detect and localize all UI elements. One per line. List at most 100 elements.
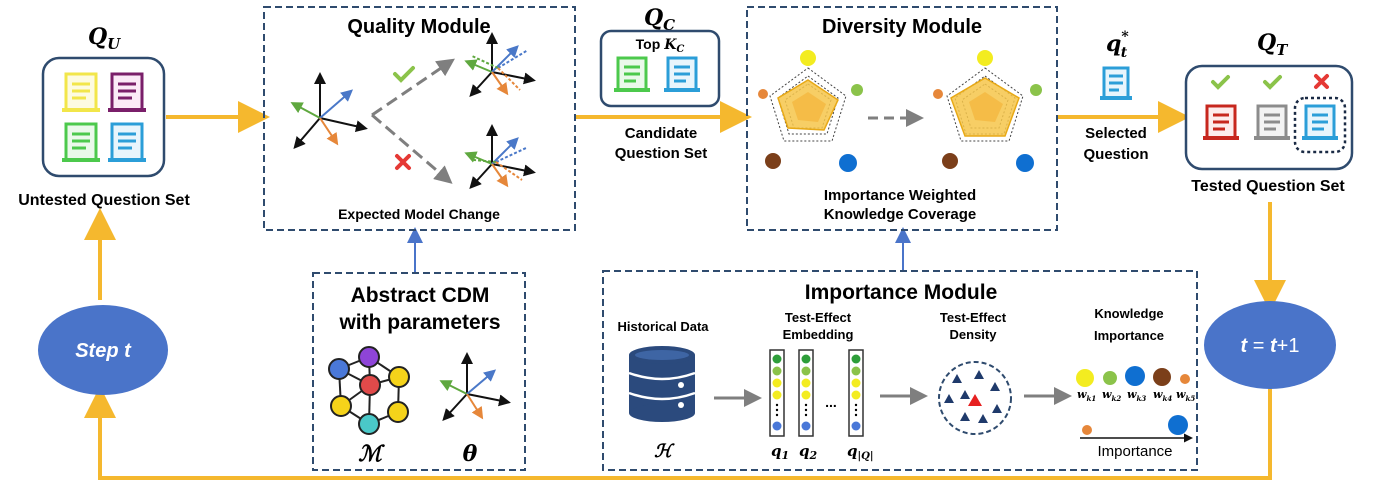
- arrow-loop-back: [84, 380, 1272, 480]
- step-ellipse: [38, 305, 168, 395]
- doc-icon-red: [1203, 104, 1239, 140]
- historical-label: Historical Data: [617, 319, 709, 334]
- candidate-top-label: Top KC: [636, 36, 685, 55]
- q-label-n: q|Q|: [847, 442, 874, 462]
- branch-down: [371, 113, 453, 184]
- cross-icon: [395, 154, 411, 170]
- dot-orange-before: [758, 89, 768, 99]
- cdm-axes-icon: [439, 352, 511, 421]
- weight-3: wk3: [1127, 388, 1146, 403]
- embedding-label-2: Embedding: [783, 327, 854, 342]
- weight-2: wk2: [1102, 388, 1121, 403]
- selected-label-2: Question: [1083, 146, 1148, 163]
- knowledge-label-1: Knowledge: [1094, 306, 1163, 321]
- importance-axis-label: Importance: [1097, 443, 1172, 460]
- embedding-vector-1: [769, 349, 785, 437]
- tested-symbol: QT: [1257, 30, 1289, 59]
- embedding-vector-n: [848, 349, 864, 437]
- importance-high-dot: [1168, 415, 1188, 435]
- q-label-2: q2: [799, 442, 818, 462]
- blue-connectors: [407, 227, 911, 274]
- tested-label: Tested Question Set: [1191, 178, 1345, 195]
- untested-set: QU Untested Question Set: [18, 24, 190, 209]
- importance-module: Importance Module Historical Data ℋ Test…: [602, 270, 1198, 471]
- quality-axes-down: [464, 124, 536, 189]
- candidate-label-1: Candidate: [625, 125, 698, 142]
- quality-caption: Expected Model Change: [338, 206, 500, 222]
- dot-yellow-after: [977, 50, 993, 66]
- branch-up: [371, 58, 455, 117]
- quality-title: Quality Module: [347, 16, 490, 38]
- diversity-caption-2: Knowledge Coverage: [824, 206, 977, 223]
- untested-label: Untested Question Set: [18, 192, 190, 209]
- density-label-1: Test-Effect: [940, 310, 1007, 325]
- candidate-label-2: Question Set: [615, 145, 708, 162]
- doc-icon-blue-tested: [1302, 104, 1338, 140]
- knowledge-dot-1: [1076, 369, 1094, 387]
- weight-1: wk1: [1077, 388, 1096, 403]
- untested-symbol: QU: [88, 24, 121, 53]
- cross-icon-tested: [1314, 74, 1329, 89]
- doc-icon-blue-candidate: [664, 56, 700, 92]
- radar-after: [946, 67, 1024, 142]
- importance-low-dot: [1082, 425, 1092, 435]
- doc-icon-blue-selected: [1100, 66, 1132, 100]
- doc-icon-purple: [108, 72, 146, 112]
- update-label: t = t+1: [1241, 335, 1300, 357]
- selected-highlight: [1293, 96, 1347, 154]
- quality-module: Quality Module: [263, 6, 576, 231]
- doc-icon-green: [62, 122, 100, 162]
- candidate-symbol: QC: [644, 5, 675, 34]
- knowledge-label-2: Importance: [1094, 328, 1164, 343]
- cdm-module: Abstract CDM with parameters ℳ θ: [312, 272, 526, 471]
- update-node: t = t+1: [1204, 301, 1336, 389]
- dot-blue-after: [1016, 154, 1034, 172]
- dot-brown-after: [942, 153, 958, 169]
- cdm-box: [312, 272, 526, 471]
- radar-before: [769, 67, 847, 142]
- dot-blue-before: [839, 154, 857, 172]
- quality-axes-main: [290, 72, 368, 150]
- hist-symbol: ℋ: [654, 441, 675, 462]
- update-ellipse: [1204, 301, 1336, 389]
- embedding-vector-2: [798, 349, 814, 437]
- knowledge-dot-3: [1125, 366, 1145, 386]
- selected-label-1: Selected: [1085, 125, 1147, 142]
- step-label: Step t: [75, 340, 132, 362]
- selected-symbol: q*t: [1106, 29, 1129, 61]
- embedding-ellipsis: ...: [825, 394, 837, 410]
- doc-icon-gray: [1254, 104, 1290, 140]
- knowledge-dot-4: [1153, 368, 1171, 386]
- candidate-set: QC Top KC Candidate Question Set: [599, 5, 721, 162]
- embedding-label-1: Test-Effect: [785, 310, 852, 325]
- importance-box: [602, 270, 1198, 471]
- diversity-module: Diversity Module Importance Weighted: [746, 6, 1058, 231]
- database-icon: [628, 346, 696, 422]
- cdm-param-symbol: θ: [463, 441, 478, 467]
- tested-set: QT Tested Question Set: [1184, 30, 1354, 195]
- weight-4: wk4: [1153, 388, 1172, 403]
- diversity-title: Diversity Module: [822, 16, 982, 38]
- q-label-1: q1: [771, 442, 789, 462]
- knowledge-dot-2: [1103, 371, 1117, 385]
- dot-green-before: [851, 84, 863, 96]
- dot-yellow-before: [800, 50, 816, 66]
- cdm-model-symbol: ℳ: [358, 441, 385, 467]
- cdm-network-icon: [328, 346, 410, 435]
- cdm-title-1: Abstract CDM: [351, 284, 490, 307]
- check-icon: [393, 66, 415, 83]
- cdm-title-2: with parameters: [338, 311, 500, 334]
- check-icon-1: [1211, 75, 1230, 90]
- weight-5: wk5: [1176, 388, 1195, 403]
- dot-orange-after: [933, 89, 943, 99]
- quality-axes-up: [464, 32, 536, 97]
- flow-arrows: [84, 101, 1286, 480]
- selected-question: q*t Selected Question: [1083, 29, 1148, 163]
- quality-box: [263, 6, 576, 231]
- density-label-2: Density: [950, 327, 998, 342]
- diversity-box: [746, 6, 1058, 231]
- knowledge-dot-5: [1180, 374, 1190, 384]
- doc-icon-yellow: [62, 72, 100, 112]
- doc-icon-blue: [108, 122, 146, 162]
- dot-green-after: [1030, 84, 1042, 96]
